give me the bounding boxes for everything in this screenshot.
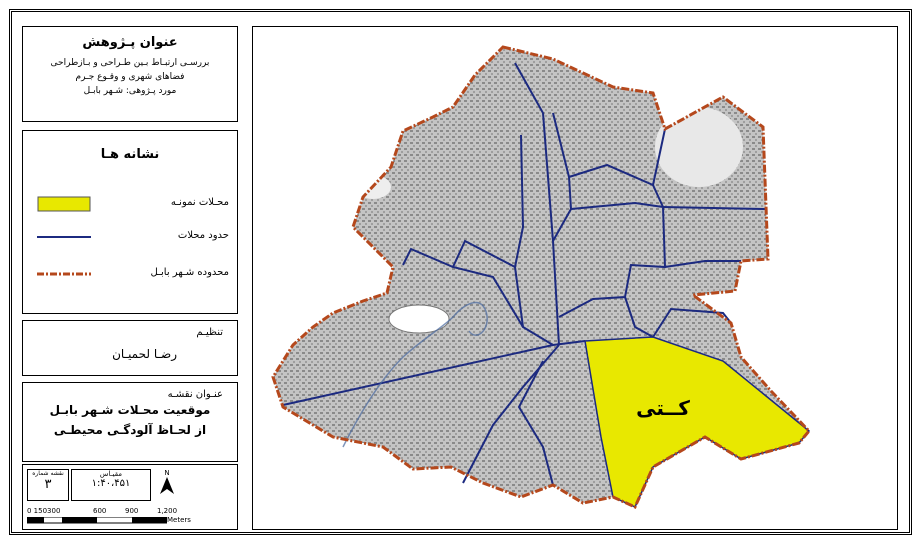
city-map: کــتی <box>271 45 812 509</box>
scale-unit: Meters <box>167 516 191 524</box>
blue-line-icon <box>37 236 91 238</box>
scale-label: مقیـاس <box>99 470 123 478</box>
city-boundary <box>271 45 812 509</box>
sheet-number: ۳ <box>44 477 52 492</box>
legend-panel: نشانه هـا محـلات نمونـه حدود محلات محدود… <box>22 130 238 314</box>
legend-heading: نشانه هـا <box>100 147 160 162</box>
research-title-line: فضاهای شهری و وقـوع جـرم <box>75 72 185 82</box>
district-boundaries <box>282 62 766 486</box>
scale-value: ۱:۴۰،۴۵۱ <box>91 478 131 489</box>
scale-tick: 600 <box>93 507 107 515</box>
author-label: تنظیـم <box>196 327 223 338</box>
north-label: N <box>164 469 170 477</box>
sheet-number-label: نقشه شماره <box>32 470 64 477</box>
legend-label: محـلات نمونـه <box>170 197 229 208</box>
inner-frame <box>11 11 910 533</box>
dash-dot-line-icon <box>37 272 91 276</box>
research-title-line: مورد پـژوهی: شـهر بابـل <box>83 86 177 96</box>
map-title-line: از لحـاظ آلودگـی محیطـی <box>53 423 207 437</box>
research-title-line: بررسـی ارتبـاط بـین طـراحی و بـازطراحی <box>50 58 210 68</box>
highlight-district <box>584 336 811 508</box>
map-title-line: موقعیت محـلات شـهر بابـل <box>49 403 211 417</box>
map-title-panel: عنـوان نقشـه موقعیت محـلات شـهر بابـل از… <box>22 382 238 462</box>
author-name: رضـا لحمیـان <box>112 347 177 361</box>
legend-item-city-boundary: محدوده شـهر بابـل <box>33 263 229 285</box>
scale-bar-graphic <box>27 517 167 524</box>
legend-label: حدود محلات <box>177 230 229 241</box>
scale-bar: 0 150300 600 900 1,200 Meters <box>27 507 197 529</box>
yellow-swatch-icon <box>37 196 91 212</box>
scale-tick: 900 <box>125 507 139 515</box>
river <box>342 301 488 448</box>
north-arrow-icon <box>160 477 174 494</box>
author-panel: تنظیـم رضـا لحمیـان <box>22 320 238 376</box>
scale-tick: 0 150300 <box>27 507 61 515</box>
open-areas <box>355 107 743 334</box>
map-title-label: عنـوان نقشـه <box>167 389 223 400</box>
legend-label: محدوده شـهر بابـل <box>150 267 230 278</box>
north-arrow: N <box>153 469 181 501</box>
scale-tick: 1,200 <box>157 507 178 515</box>
research-title-heading: عنوان پـژوهش <box>82 35 178 50</box>
research-title-panel: عنوان پـژوهش بررسـی ارتبـاط بـین طـراحی … <box>22 26 238 122</box>
sheet-number-cell: نقشه شماره ۳ <box>27 469 69 501</box>
legend-item-sample-districts: محـلات نمونـه <box>33 193 229 215</box>
map-area: کــتی <box>252 26 898 530</box>
scale-cell: مقیـاس ۱:۴۰،۴۵۱ <box>71 469 151 501</box>
legend-item-district-bounds: حدود محلات <box>33 226 229 248</box>
highlight-district-label: کــتی <box>636 396 690 420</box>
map-info-panel: نقشه شماره ۳ مقیـاس ۱:۴۰،۴۵۱ N 0 150300 … <box>22 464 238 530</box>
